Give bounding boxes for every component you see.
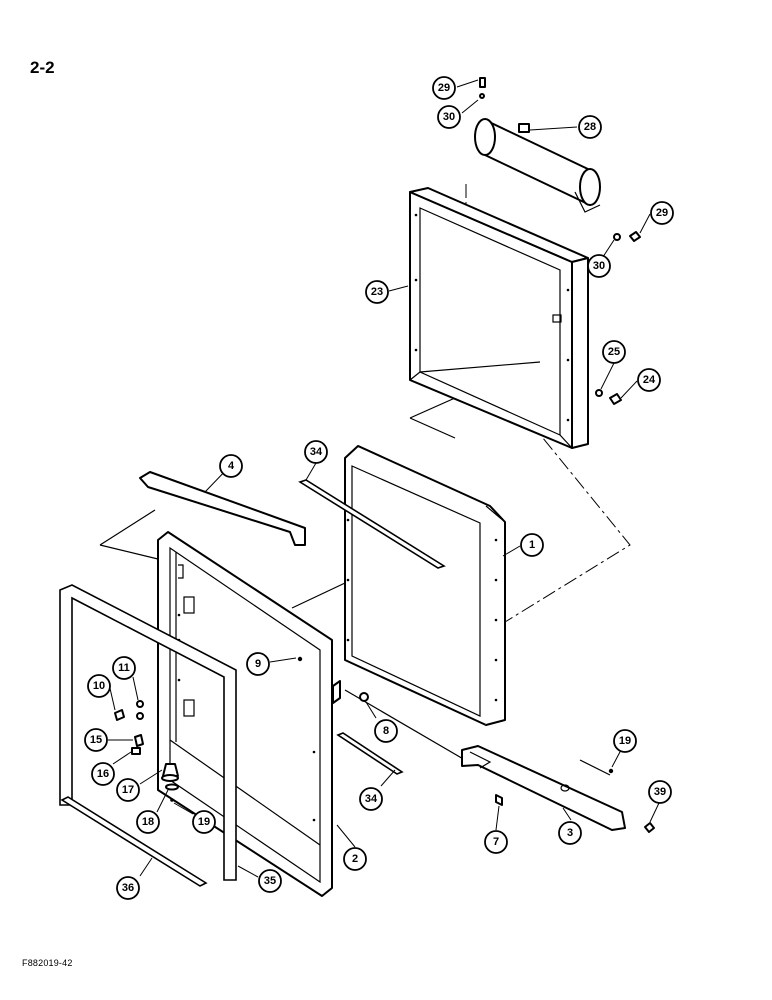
figure-code: F882019-42 bbox=[22, 958, 73, 968]
callout-25-label: 25 bbox=[608, 346, 620, 358]
callout-30-right-label: 30 bbox=[593, 260, 605, 272]
callout-17: 17 bbox=[116, 778, 140, 802]
lower-bracket bbox=[461, 745, 626, 831]
callout-10-label: 10 bbox=[93, 680, 105, 692]
callout-18: 18 bbox=[136, 810, 160, 834]
callout-30-top: 30 bbox=[437, 105, 461, 129]
callout-29-right-label: 29 bbox=[656, 207, 668, 219]
callout-29-top-label: 29 bbox=[438, 82, 450, 94]
callout-19-right-label: 19 bbox=[619, 735, 631, 747]
callout-39-label: 39 bbox=[654, 786, 666, 798]
bottom-seal bbox=[60, 796, 208, 887]
leader-lines bbox=[108, 79, 660, 878]
callout-7-label: 7 bbox=[493, 836, 499, 848]
callout-35-label: 35 bbox=[264, 875, 276, 887]
callout-18-label: 18 bbox=[142, 816, 154, 828]
callout-11: 11 bbox=[112, 656, 136, 680]
callout-28: 28 bbox=[578, 115, 602, 139]
callout-15: 15 bbox=[84, 728, 108, 752]
callout-1: 1 bbox=[520, 533, 544, 557]
callout-4: 4 bbox=[219, 454, 243, 478]
callout-30-right: 30 bbox=[587, 254, 611, 278]
callout-2-label: 2 bbox=[352, 853, 358, 865]
callout-17-label: 17 bbox=[122, 784, 134, 796]
hardware bbox=[114, 77, 655, 833]
seal-frame bbox=[59, 584, 237, 881]
callout-36: 36 bbox=[116, 876, 140, 900]
radiator-frame bbox=[157, 531, 333, 897]
upper-bracket bbox=[139, 471, 306, 546]
callout-8-label: 8 bbox=[383, 725, 389, 737]
callout-24: 24 bbox=[637, 368, 661, 392]
callout-2: 2 bbox=[343, 847, 367, 871]
surge-tank bbox=[474, 118, 601, 213]
callout-25: 25 bbox=[602, 340, 626, 364]
callout-23: 23 bbox=[365, 280, 389, 304]
callout-8: 8 bbox=[374, 719, 398, 743]
callout-34-bottom-label: 34 bbox=[365, 793, 378, 805]
callout-19-right: 19 bbox=[613, 729, 637, 753]
callout-36-label: 36 bbox=[122, 882, 134, 894]
callout-15-label: 15 bbox=[90, 734, 102, 746]
callout-39: 39 bbox=[648, 780, 672, 804]
callout-9: 9 bbox=[246, 652, 270, 676]
callout-19-left-label: 19 bbox=[198, 816, 210, 828]
callout-10: 10 bbox=[87, 674, 111, 698]
callout-3: 3 bbox=[558, 821, 582, 845]
callout-34-top: 34 bbox=[304, 440, 328, 464]
callout-24-label: 24 bbox=[643, 374, 656, 386]
callout-7: 7 bbox=[484, 830, 508, 854]
callout-4-label: 4 bbox=[228, 460, 235, 472]
callout-9-label: 9 bbox=[255, 658, 261, 670]
fan-shroud bbox=[409, 187, 589, 449]
callout-28-label: 28 bbox=[584, 121, 596, 133]
page-number: 2-2 bbox=[30, 58, 55, 77]
callout-19-left: 19 bbox=[192, 810, 216, 834]
callout-16-label: 16 bbox=[97, 768, 109, 780]
callout-3-label: 3 bbox=[567, 827, 573, 839]
callout-16: 16 bbox=[91, 762, 115, 786]
callout-11-label: 11 bbox=[118, 662, 130, 674]
callout-29-top: 29 bbox=[432, 76, 456, 100]
callout-34-bottom: 34 bbox=[359, 787, 383, 811]
callout-29-right: 29 bbox=[650, 201, 674, 225]
callout-35: 35 bbox=[258, 869, 282, 893]
radiator bbox=[344, 445, 506, 726]
callout-23-label: 23 bbox=[371, 286, 383, 298]
callout-1-label: 1 bbox=[529, 539, 535, 551]
callout-30-top-label: 30 bbox=[443, 111, 455, 123]
callout-34-top-label: 34 bbox=[310, 446, 323, 458]
